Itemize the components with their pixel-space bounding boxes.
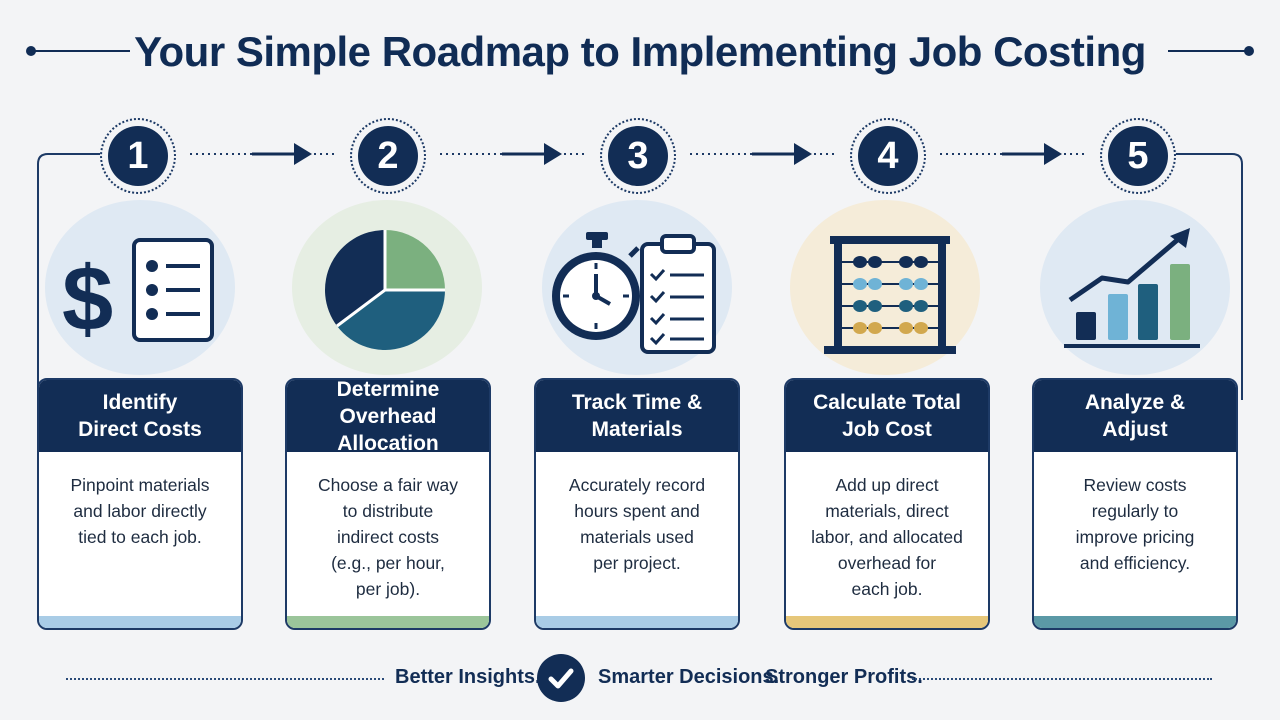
step-3-accent-bar — [536, 616, 738, 628]
step-5-heading: Analyze & Adjust — [1034, 380, 1236, 452]
title-left-line — [34, 50, 130, 52]
svg-text:$: $ — [62, 248, 113, 350]
step-3-card: Track Time & Materials Accurately record… — [534, 378, 740, 630]
step-1-accent-bar — [39, 616, 241, 628]
step-1-description-line: and labor directly — [73, 501, 207, 521]
step-3-description-line: materials used — [580, 527, 694, 547]
step-5-heading-line: Analyze & — [1084, 391, 1186, 414]
abacus-icon — [824, 236, 956, 354]
step-4-badge: 4 — [850, 118, 926, 194]
step-2-description: Choose a fair way to distribute indirect… — [297, 472, 479, 602]
footer-left-dotted-line — [66, 678, 384, 680]
title-left-dot — [26, 46, 36, 56]
step-4-description: Add up direct materials, direct labor, a… — [796, 472, 978, 602]
step-4-heading: Calculate Total Job Cost — [786, 380, 988, 452]
step-5-number: 5 — [1108, 126, 1168, 186]
step-4-icon-bg — [790, 200, 980, 375]
step-1-number: 1 — [108, 126, 168, 186]
step-5-accent-bar — [1034, 616, 1236, 628]
step-2-heading: Determine Overhead Allocation — [287, 378, 489, 455]
step-3-badge: 3 — [600, 118, 676, 194]
step-2-badge: 2 — [350, 118, 426, 194]
step-5-card: Analyze & Adjust Review costs regularly … — [1032, 378, 1238, 630]
dollar-checklist-icon: $ — [62, 238, 214, 350]
step-4-description-line: overhead for — [837, 553, 937, 573]
title-row: Your Simple Roadmap to Implementing Job … — [0, 22, 1280, 82]
stopwatch-clipboard-icon — [552, 232, 716, 354]
title-right-dot — [1244, 46, 1254, 56]
step-2-card: Determine Overhead Allocation Choose a f… — [285, 378, 491, 630]
step-5-description-line: and efficiency. — [1079, 553, 1191, 573]
step-3-description-line: hours spent and — [574, 501, 700, 521]
pie-chart-icon — [325, 230, 445, 351]
step-2-description-line: indirect costs — [336, 527, 440, 547]
footer-text-decisions: Smarter Decisions. — [598, 666, 780, 688]
step-4-accent-bar — [786, 616, 988, 628]
step-2-description-line: Choose a fair way — [317, 475, 459, 495]
step-2-heading-line: Determine — [336, 378, 440, 401]
footer-right-dotted-line — [912, 678, 1212, 680]
step-3-heading: Track Time & Materials — [536, 380, 738, 452]
step-1-description-line: tied to each job. — [78, 527, 202, 547]
step-3-heading-line: Materials — [591, 418, 683, 441]
step-4-heading-line: Job Cost — [842, 418, 932, 441]
step-3-number: 3 — [608, 126, 668, 186]
step-2-description-line: (e.g., per hour, — [331, 553, 445, 573]
step-3-description-line: Accurately record — [568, 475, 706, 495]
step-5-description-line: regularly to — [1091, 501, 1179, 521]
step-1-description: Pinpoint materials and labor directly ti… — [49, 472, 231, 550]
step-1-badge: 1 — [100, 118, 176, 194]
step-4-number: 4 — [858, 126, 918, 186]
step-5-description-line: improve pricing — [1075, 527, 1195, 547]
step-2-description-line: per job). — [355, 579, 421, 599]
footer-tagline: Better Insights. Smarter Decisions. Stro… — [0, 650, 1280, 706]
step-5-heading-line: Adjust — [1102, 418, 1168, 441]
step-4-card: Calculate Total Job Cost Add up direct m… — [784, 378, 990, 630]
step-5-badge: 5 — [1100, 118, 1176, 194]
step-2-description-line: to distribute — [342, 501, 434, 521]
footer-text-insights: Better Insights. — [395, 666, 541, 688]
step-4-heading-line: Calculate Total — [813, 391, 961, 414]
title-right-line — [1168, 50, 1248, 52]
check-icon — [537, 654, 585, 702]
step-2-accent-bar — [287, 616, 489, 628]
step-3-heading-line: Track Time & — [571, 391, 703, 414]
step-1-heading-line: Identify — [102, 391, 178, 414]
step-3-description: Accurately record hours spent and materi… — [546, 472, 728, 576]
step-1-description-line: Pinpoint materials — [70, 475, 210, 495]
step-1-heading: Identify Direct Costs — [39, 380, 241, 452]
page-title: Your Simple Roadmap to Implementing Job … — [134, 28, 1146, 75]
step-4-description-line: materials, direct — [825, 501, 949, 521]
growth-bar-chart-icon — [1064, 228, 1200, 348]
step-4-description-line: each job. — [851, 579, 923, 599]
step-3-description-line: per project. — [593, 553, 681, 573]
step-2-heading-line: Overhead Allocation — [337, 404, 439, 455]
step-4-description-line: labor, and allocated — [811, 527, 963, 547]
step-5-description: Review costs regularly to improve pricin… — [1044, 472, 1226, 576]
step-4-description-line: Add up direct — [835, 475, 939, 495]
step-5-description-line: Review costs — [1083, 475, 1187, 495]
step-2-number: 2 — [358, 126, 418, 186]
footer-text-profits: Stronger Profits. — [765, 666, 923, 688]
step-1-card: Identify Direct Costs Pinpoint materials… — [37, 378, 243, 630]
step-1-heading-line: Direct Costs — [78, 418, 202, 441]
